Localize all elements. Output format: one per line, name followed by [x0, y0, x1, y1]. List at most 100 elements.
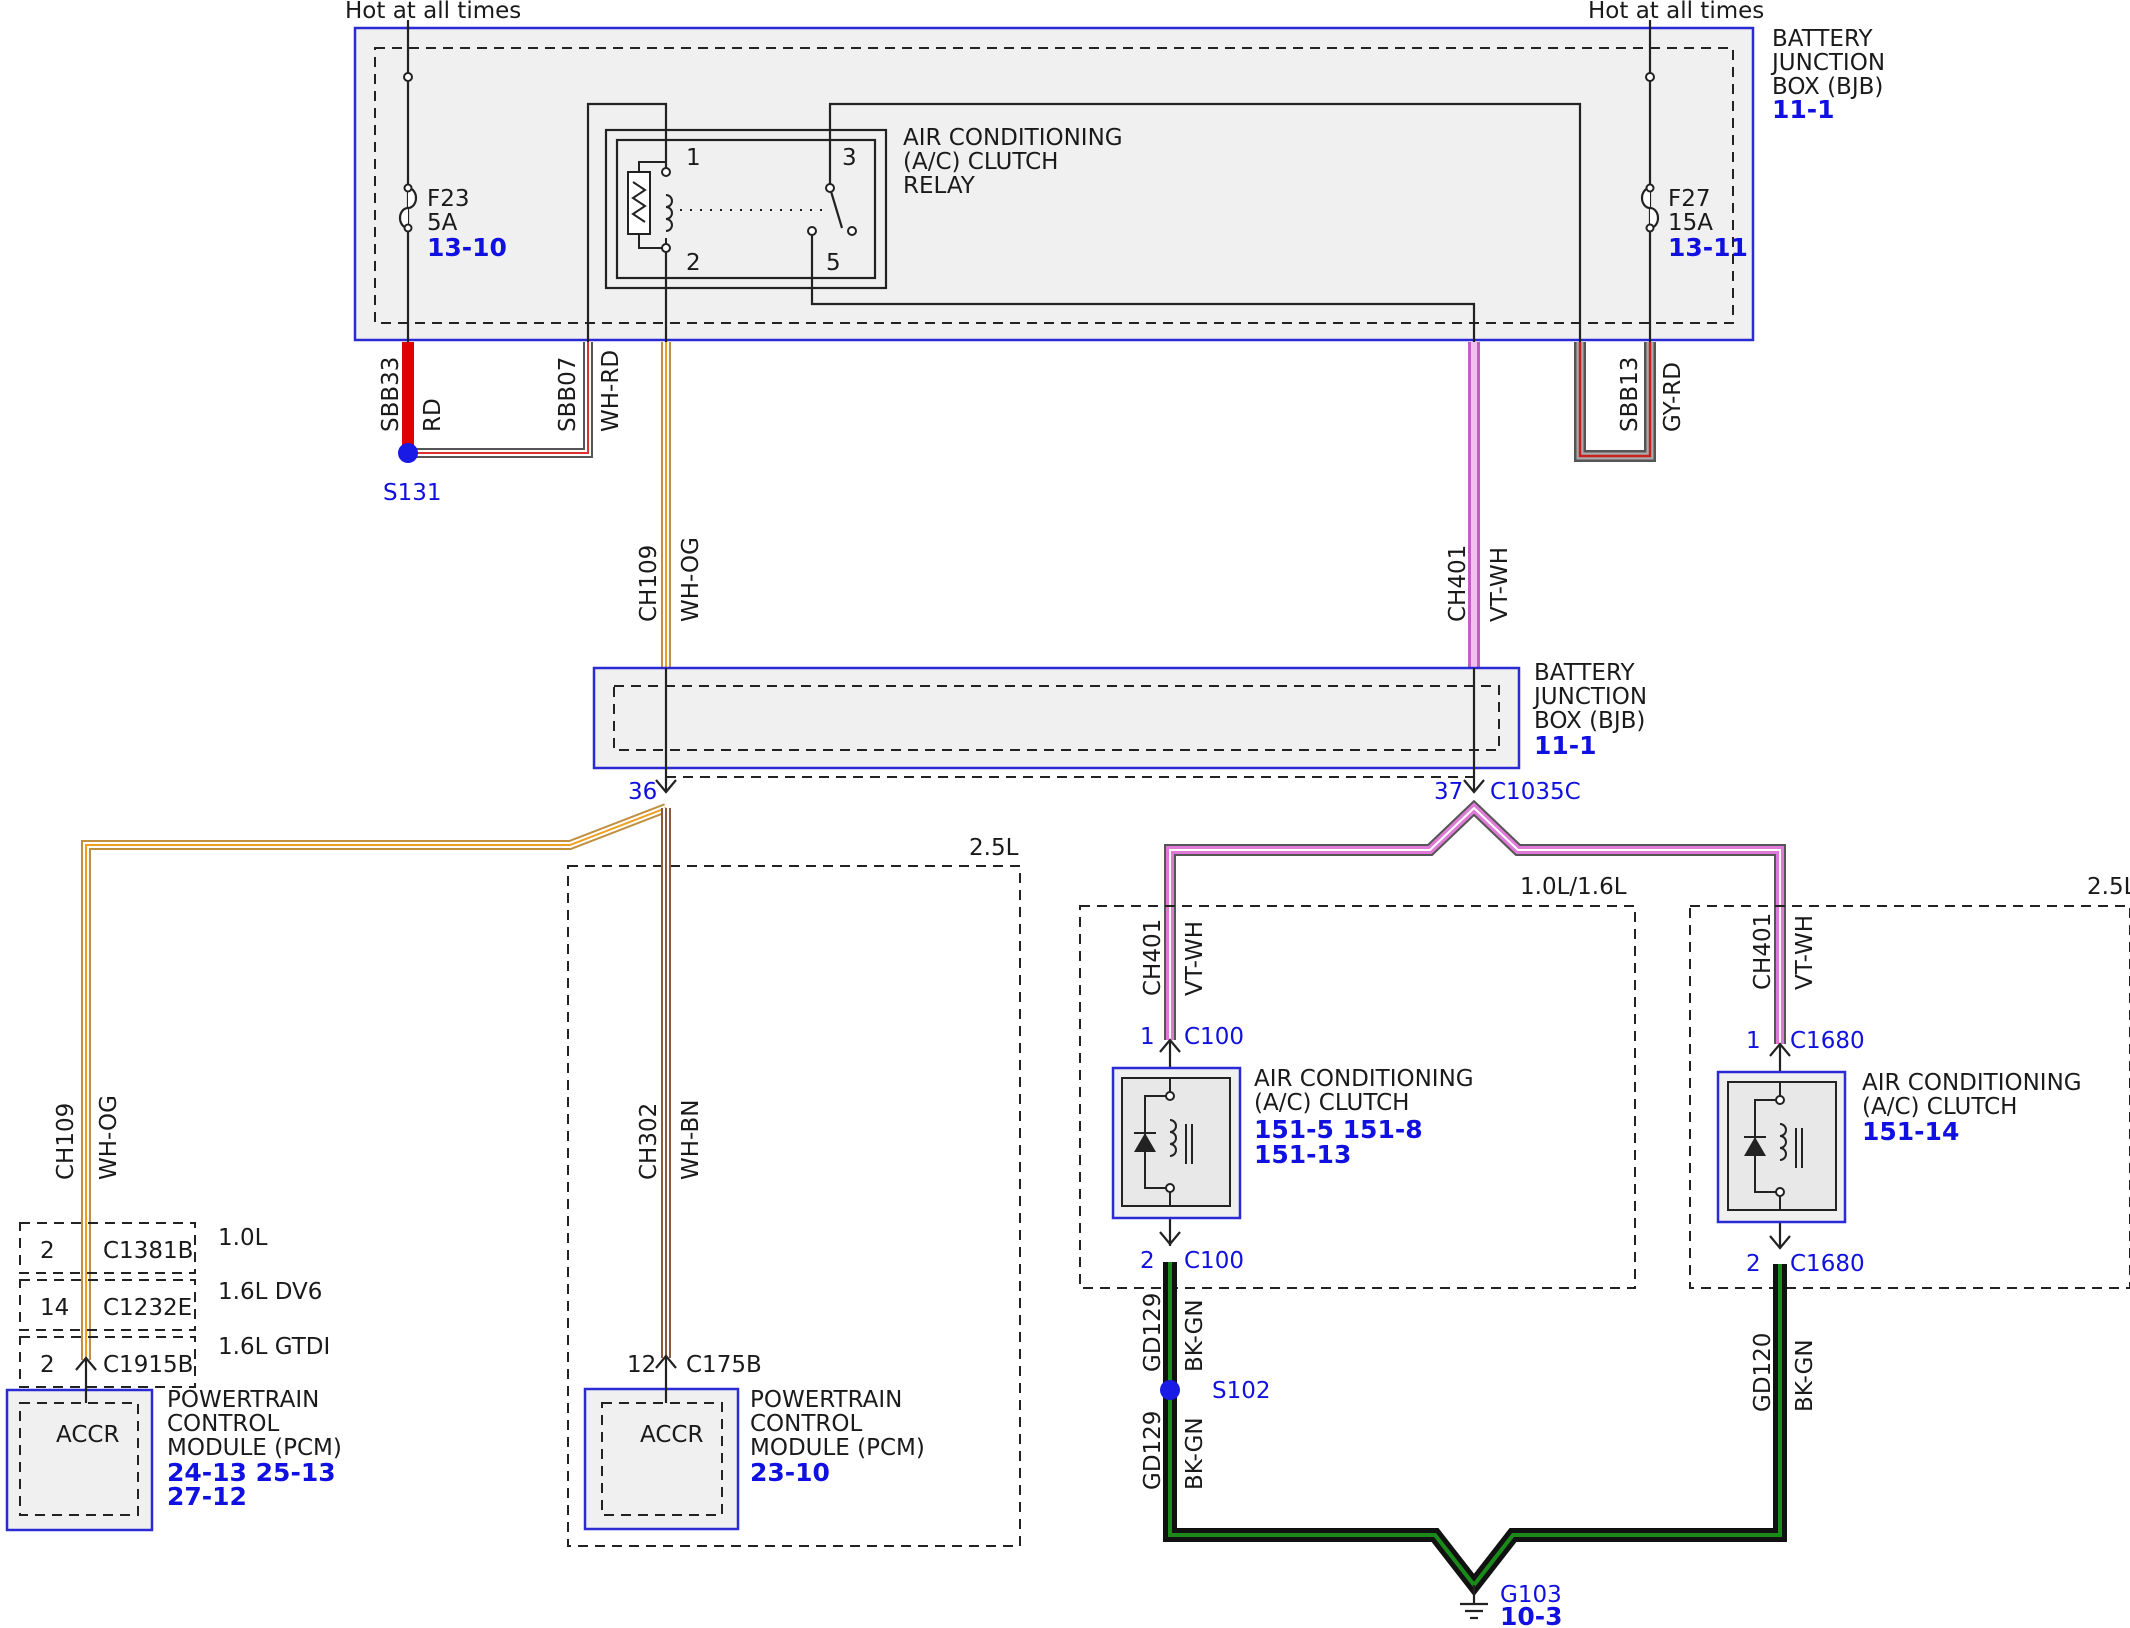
relay-pin-1: 1 — [686, 145, 701, 171]
ac-clutch-relay — [604, 128, 888, 290]
pcm-mid-inner — [601, 1402, 723, 1516]
c1381b-note: 1.0L — [218, 1225, 268, 1251]
connector-c1232e-box — [19, 1279, 196, 1331]
clutch-b-ref-1: 151-14 — [1862, 1117, 1959, 1146]
bjb-mid-name-1: BATTERY — [1534, 660, 1635, 686]
wire-gd129-gd120 — [1163, 1262, 1787, 1597]
clutch-b-ch401-label: CH401 — [1750, 913, 1776, 990]
pcm-mid-name-3: MODULE (PCM) — [750, 1435, 925, 1461]
pin-36: 36 — [628, 779, 657, 805]
splice-s131-label: S131 — [383, 480, 442, 506]
c175b-arrow-icon — [655, 1354, 677, 1369]
clutch-b-name-1: AIR CONDITIONING — [1862, 1070, 2082, 1096]
f27-name: F27 — [1668, 186, 1711, 212]
relay-name-2: (A/C) CLUTCH — [903, 149, 1058, 175]
splice-s102-label: S102 — [1212, 1378, 1271, 1404]
bk-gn-lower-label: BK-GN — [1182, 1417, 1208, 1490]
fuse-f23 — [398, 20, 418, 342]
pcm-left-name-2: CONTROL — [167, 1411, 280, 1437]
f27-rating: 15A — [1668, 210, 1713, 236]
c1232e-note: 1.6L DV6 — [218, 1279, 322, 1305]
bjb-top-inner-dashed — [374, 47, 1734, 324]
pin36-arrow-icon — [655, 779, 677, 794]
relay-name-1: AIR CONDITIONING — [903, 125, 1123, 151]
clutch-b-pin-2: 2 — [1746, 1251, 1761, 1277]
bjb-top-name-3: BOX (BJB) — [1772, 74, 1883, 100]
clutch-b-pin-1: 1 — [1746, 1028, 1761, 1054]
clutch-a-name-2: (A/C) CLUTCH — [1254, 1090, 1409, 1116]
fuse-f27 — [1640, 20, 1660, 342]
ch302-label: CH302 — [636, 1103, 662, 1180]
relay-pin-3: 3 — [842, 145, 857, 171]
wh-og-top-label: WH-OG — [678, 537, 704, 622]
bjb-top-box — [353, 26, 1755, 342]
c1915b-note: 1.6L GTDI — [218, 1334, 330, 1360]
connector-c1035c: C1035C — [1490, 779, 1581, 805]
ground-g103-label: G103 — [1500, 1582, 1562, 1608]
clutch-b-diode-coil-icon — [1727, 1081, 1837, 1211]
wh-bn-label: WH-BN — [678, 1100, 704, 1181]
bjb-top-name-2: JUNCTION — [1770, 50, 1885, 76]
clutch-b-vt-wh-label: VT-WH — [1792, 915, 1818, 990]
clutch-a-conn-top: C100 — [1184, 1024, 1244, 1050]
pcm-mid-pin: ACCR — [640, 1422, 703, 1448]
pcm-mid-name-1: POWERTRAIN — [750, 1387, 902, 1413]
clutch-b-name-2: (A/C) CLUTCH — [1862, 1094, 2017, 1120]
bjb-top-name-1: BATTERY — [1772, 26, 1873, 52]
clutch-a-conn-bot: C100 — [1184, 1248, 1244, 1274]
bjb-mid-name-3: BOX (BJB) — [1534, 708, 1645, 734]
clutch-a-name-1: AIR CONDITIONING — [1254, 1066, 1474, 1092]
clutch-a-ref-2: 151-13 — [1254, 1140, 1351, 1169]
ground-icon — [1460, 1585, 1488, 1620]
pcm-left-inner — [19, 1402, 139, 1516]
pcm-mid-ref-1: 23-10 — [750, 1458, 830, 1487]
pcm-left-pin: ACCR — [56, 1422, 119, 1448]
wire-ch109-left — [81, 803, 668, 1360]
ch109-top-label: CH109 — [636, 545, 662, 622]
c175b-pin: 12 — [627, 1352, 656, 1378]
hot-at-all-times-left: Hot at all times — [345, 0, 521, 24]
clutch-a-vt-wh-label: VT-WH — [1182, 921, 1208, 996]
connector-c1381b-box — [19, 1222, 196, 1274]
clutch-a-diode-coil-icon — [1121, 1077, 1231, 1207]
variant-2-5l-mid-label: 2.5L — [969, 835, 1019, 861]
relay-name-3: RELAY — [903, 173, 976, 199]
wh-og-left-label: WH-OG — [96, 1095, 122, 1180]
variant-1-0l-1-6l-box — [1079, 905, 1636, 1289]
pin37-arrow-icon — [1463, 779, 1485, 794]
pcm-left-name-3: MODULE (PCM) — [167, 1435, 342, 1461]
bjb-mid-inner-dashed — [613, 685, 1500, 751]
wh-rd-label: WH-RD — [598, 350, 624, 432]
clutch-a-bottom-arrow-icon — [1159, 1231, 1181, 1246]
c175b-name: C175B — [686, 1352, 762, 1378]
clutch-a-ref-1: 151-5 151-8 — [1254, 1115, 1423, 1144]
variant-1-0l-1-6l-label: 1.0L/1.6L — [1520, 874, 1627, 900]
wire-sbb13 — [1574, 342, 1656, 462]
c1232e-name: C1232E — [103, 1295, 192, 1321]
variant-2-5l-right-box — [1689, 905, 2130, 1289]
gd129-upper-label: GD129 — [1140, 1293, 1166, 1372]
pcm-left-ref-1: 24-13 25-13 — [167, 1458, 336, 1487]
pcm-left-ref-2: 27-12 — [167, 1482, 247, 1511]
c1381b-pin: 2 — [40, 1238, 55, 1264]
clutch-a-pin-1: 1 — [1140, 1024, 1155, 1050]
pcm-left-name-1: POWERTRAIN — [167, 1387, 319, 1413]
f27-ref: 13-11 — [1668, 233, 1748, 262]
bjb-mid-ref: 11-1 — [1534, 731, 1597, 760]
clutch-a-pin-2: 2 — [1140, 1248, 1155, 1274]
bjb-mid-box — [592, 666, 1521, 770]
clutch-b-conn-bot: C1680 — [1790, 1251, 1865, 1277]
pin-37: 37 — [1434, 779, 1463, 805]
c1915b-name: C1915B — [103, 1352, 193, 1378]
bjb-mid-name-2: JUNCTION — [1532, 684, 1647, 710]
sbb07-label: SBB07 — [555, 357, 581, 432]
c1232e-pin: 14 — [40, 1295, 69, 1321]
gd120-label: GD120 — [1750, 1333, 1776, 1412]
ch401-top-label: CH401 — [1445, 545, 1471, 622]
c1915b-arrow-icon — [75, 1356, 97, 1371]
bjb-top-ref: 11-1 — [1772, 95, 1835, 124]
clutch-b-bottom-arrow-icon — [1769, 1235, 1791, 1250]
splice-s102 — [1160, 1380, 1180, 1400]
gy-rd-label: GY-RD — [1660, 362, 1686, 432]
